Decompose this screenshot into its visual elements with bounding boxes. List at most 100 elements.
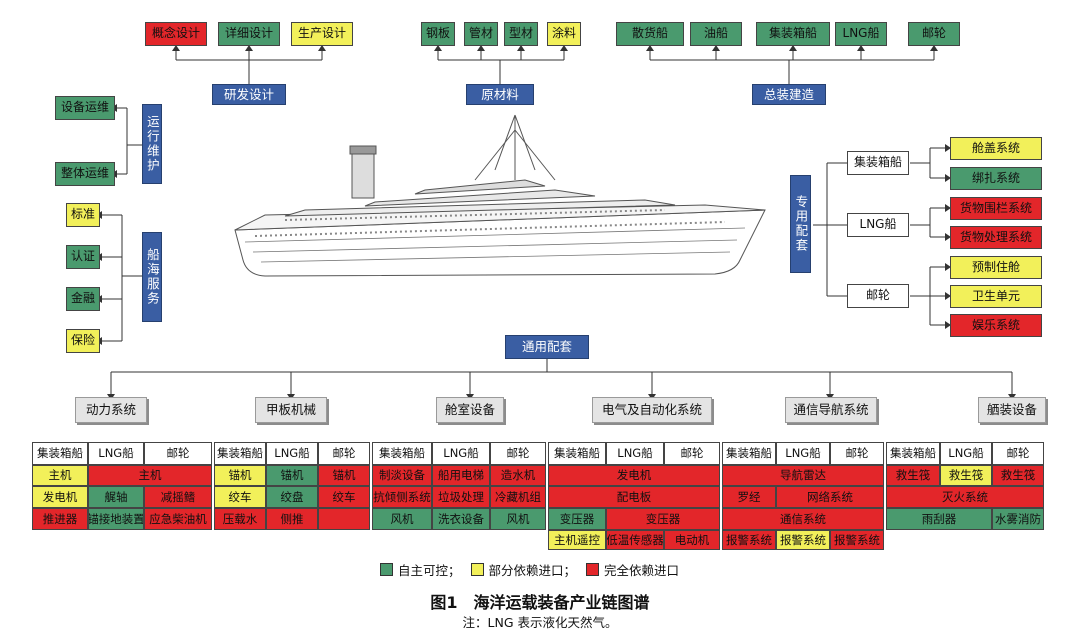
cabin-h-lng: LNG船 [432, 442, 490, 465]
cabin-c4: 垃圾处理 [432, 486, 490, 508]
legend-label-full: 完全依赖进口 [604, 563, 680, 578]
power-c6: 锚接地装置 [88, 508, 144, 530]
cabin-c0: 制淡设备 [372, 465, 432, 486]
service-insurance: 保险 [66, 329, 100, 353]
outfit-c3: 灭火系统 [886, 486, 1044, 508]
deck-c8-empty [318, 508, 370, 530]
special-lng-ship: LNG船 [847, 213, 909, 237]
outfit-c1: 救生筏 [940, 465, 992, 486]
cat-outfitting: 舾装设备 [978, 397, 1046, 423]
power-h-cruise: 邮轮 [144, 442, 212, 465]
special-cruise-ship: 邮轮 [847, 284, 909, 308]
power-c4: 减摇鳍 [144, 486, 212, 508]
comm-c4: 报警系统 [722, 530, 776, 550]
legend-swatch-red [586, 563, 600, 576]
cabin-c6: 风机 [372, 508, 432, 530]
general-header: 通用配套 [505, 335, 589, 359]
comm-c3: 通信系统 [722, 508, 884, 530]
elec-h-container: 集装箱船 [548, 442, 606, 465]
power-h-lng: LNG船 [88, 442, 144, 465]
figure-note: 注：LNG 表示液化天然气。 [462, 615, 618, 630]
elec-h-cruise: 邮轮 [664, 442, 720, 465]
power-c0: 主机 [32, 465, 88, 486]
ops-overall: 整体运维 [55, 162, 115, 186]
cat-electrical-automation: 电气及自动化系统 [592, 397, 712, 423]
cabin-c1: 船用电梯 [432, 465, 490, 486]
special-sanitary-unit: 卫生单元 [950, 285, 1042, 308]
legend-label-independent: 自主可控； [398, 563, 461, 578]
comm-h-container: 集装箱船 [722, 442, 776, 465]
deck-c1: 锚机 [266, 465, 318, 486]
outfit-h-lng: LNG船 [940, 442, 992, 465]
elec-h-lng: LNG船 [606, 442, 664, 465]
outfit-c2: 救生筏 [992, 465, 1044, 486]
service-finance: 金融 [66, 287, 100, 311]
deck-c3: 绞车 [214, 486, 266, 508]
elec-c4: 主机遥控 [548, 530, 606, 550]
figure-title: 图1 海洋运载装备产业链图谱 [430, 593, 650, 612]
comm-c6: 报警系统 [830, 530, 884, 550]
cabin-c7: 洗衣设备 [432, 508, 490, 530]
assembly-bulk-carrier: 散货船 [616, 22, 684, 46]
legend-label-partial: 部分依赖进口； [488, 563, 577, 578]
power-c2: 发电机 [32, 486, 88, 508]
elec-c1: 配电板 [548, 486, 720, 508]
service-certification: 认证 [66, 245, 100, 269]
outfit-h-container: 集装箱船 [886, 442, 940, 465]
comm-c5: 报警系统 [776, 530, 830, 550]
elec-c5: 低温传感器 [606, 530, 664, 550]
special-hatch-cover: 舱盖系统 [950, 137, 1042, 160]
comm-h-lng: LNG船 [776, 442, 830, 465]
material-coating: 涂料 [547, 22, 581, 46]
legend-swatch-yellow [470, 563, 484, 576]
deck-h-cruise: 邮轮 [318, 442, 370, 465]
service-header: 船海服务 [142, 232, 162, 322]
service-standard: 标准 [66, 203, 100, 227]
power-c1: 主机 [88, 465, 212, 486]
comm-h-cruise: 邮轮 [830, 442, 884, 465]
deck-h-container: 集装箱船 [214, 442, 266, 465]
cat-cabin-equipment: 舱室设备 [436, 397, 504, 423]
assembly-cruise-ship: 邮轮 [908, 22, 960, 46]
power-h-container: 集装箱船 [32, 442, 88, 465]
cabin-h-cruise: 邮轮 [490, 442, 546, 465]
comm-c1: 罗经 [722, 486, 776, 508]
assembly-lng-ship: LNG船 [835, 22, 887, 46]
comm-c0: 导航雷达 [722, 465, 884, 486]
ops-header: 运行维护 [142, 104, 162, 184]
ops-equipment: 设备运维 [55, 96, 115, 120]
deck-c4: 绞盘 [266, 486, 318, 508]
cat-comm-navigation: 通信导航系统 [785, 397, 877, 423]
special-cargo-containment: 货物围栏系统 [950, 197, 1042, 220]
outfit-c4: 雨刮器 [886, 508, 992, 530]
elec-c6: 电动机 [664, 530, 720, 550]
materials-header: 原材料 [466, 84, 534, 105]
assembly-container-ship: 集装箱船 [756, 22, 830, 46]
special-container-ship: 集装箱船 [847, 151, 909, 175]
outfit-c5: 水雾消防 [992, 508, 1044, 530]
comm-c2: 网络系统 [776, 486, 884, 508]
deck-c5: 绞车 [318, 486, 370, 508]
elec-c3: 变压器 [606, 508, 720, 530]
power-c7: 应急柴油机 [144, 508, 212, 530]
deck-c0: 锚机 [214, 465, 266, 486]
outfit-h-cruise: 邮轮 [992, 442, 1044, 465]
deck-h-lng: LNG船 [266, 442, 318, 465]
elec-c0: 发电机 [548, 465, 720, 486]
elec-c2: 变压器 [548, 508, 606, 530]
design-production: 生产设计 [291, 22, 353, 46]
material-steel-plate: 钢板 [421, 22, 455, 46]
assembly-tanker: 油船 [690, 22, 742, 46]
cat-deck-machinery: 甲板机械 [255, 397, 327, 423]
cat-power: 动力系统 [75, 397, 147, 423]
cabin-h-container: 集装箱船 [372, 442, 432, 465]
deck-c7: 侧推 [266, 508, 318, 530]
design-detailed: 详细设计 [218, 22, 280, 46]
design-concept: 概念设计 [145, 22, 207, 46]
cabin-c3: 抗倾侧系统 [372, 486, 432, 508]
material-profile: 型材 [504, 22, 538, 46]
power-c5: 推进器 [32, 508, 88, 530]
cabin-c8: 风机 [490, 508, 546, 530]
legend-swatch-green [380, 563, 393, 576]
